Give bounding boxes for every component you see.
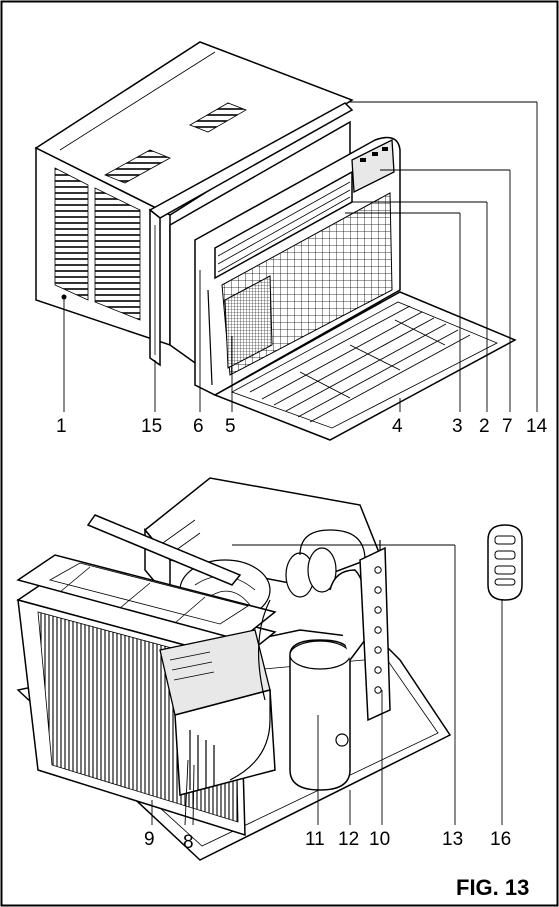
cabinet-side-louvers-front xyxy=(54,167,89,301)
callout-15: 15 xyxy=(141,416,162,437)
callout-9: 9 xyxy=(144,829,155,850)
cabinet-side-louvers-rear xyxy=(94,187,141,321)
callout-13: 13 xyxy=(442,829,463,850)
callout-7: 7 xyxy=(502,416,513,437)
cabinet-top-vent-left xyxy=(104,149,171,184)
remote-control xyxy=(487,524,523,601)
callout-3: 3 xyxy=(452,416,463,437)
callout-5: 5 xyxy=(225,416,236,437)
callout-1: 1 xyxy=(56,416,67,437)
callout-12: 12 xyxy=(338,829,359,850)
callout-8: 8 xyxy=(183,832,194,853)
callout-2: 2 xyxy=(479,416,490,437)
callout-11: 11 xyxy=(305,829,325,850)
callout-14: 14 xyxy=(526,416,548,437)
chassis-illustration xyxy=(16,477,503,861)
cabinet-top-vent-right xyxy=(189,102,247,133)
figure-label: FIG. 13 xyxy=(456,875,529,900)
callout-16: 16 xyxy=(490,829,511,850)
callout-10: 10 xyxy=(369,829,390,850)
filter xyxy=(224,275,273,369)
callout-6: 6 xyxy=(193,416,204,437)
callout-4: 4 xyxy=(392,416,403,437)
unit-in-cabinet-illustration xyxy=(34,41,538,441)
